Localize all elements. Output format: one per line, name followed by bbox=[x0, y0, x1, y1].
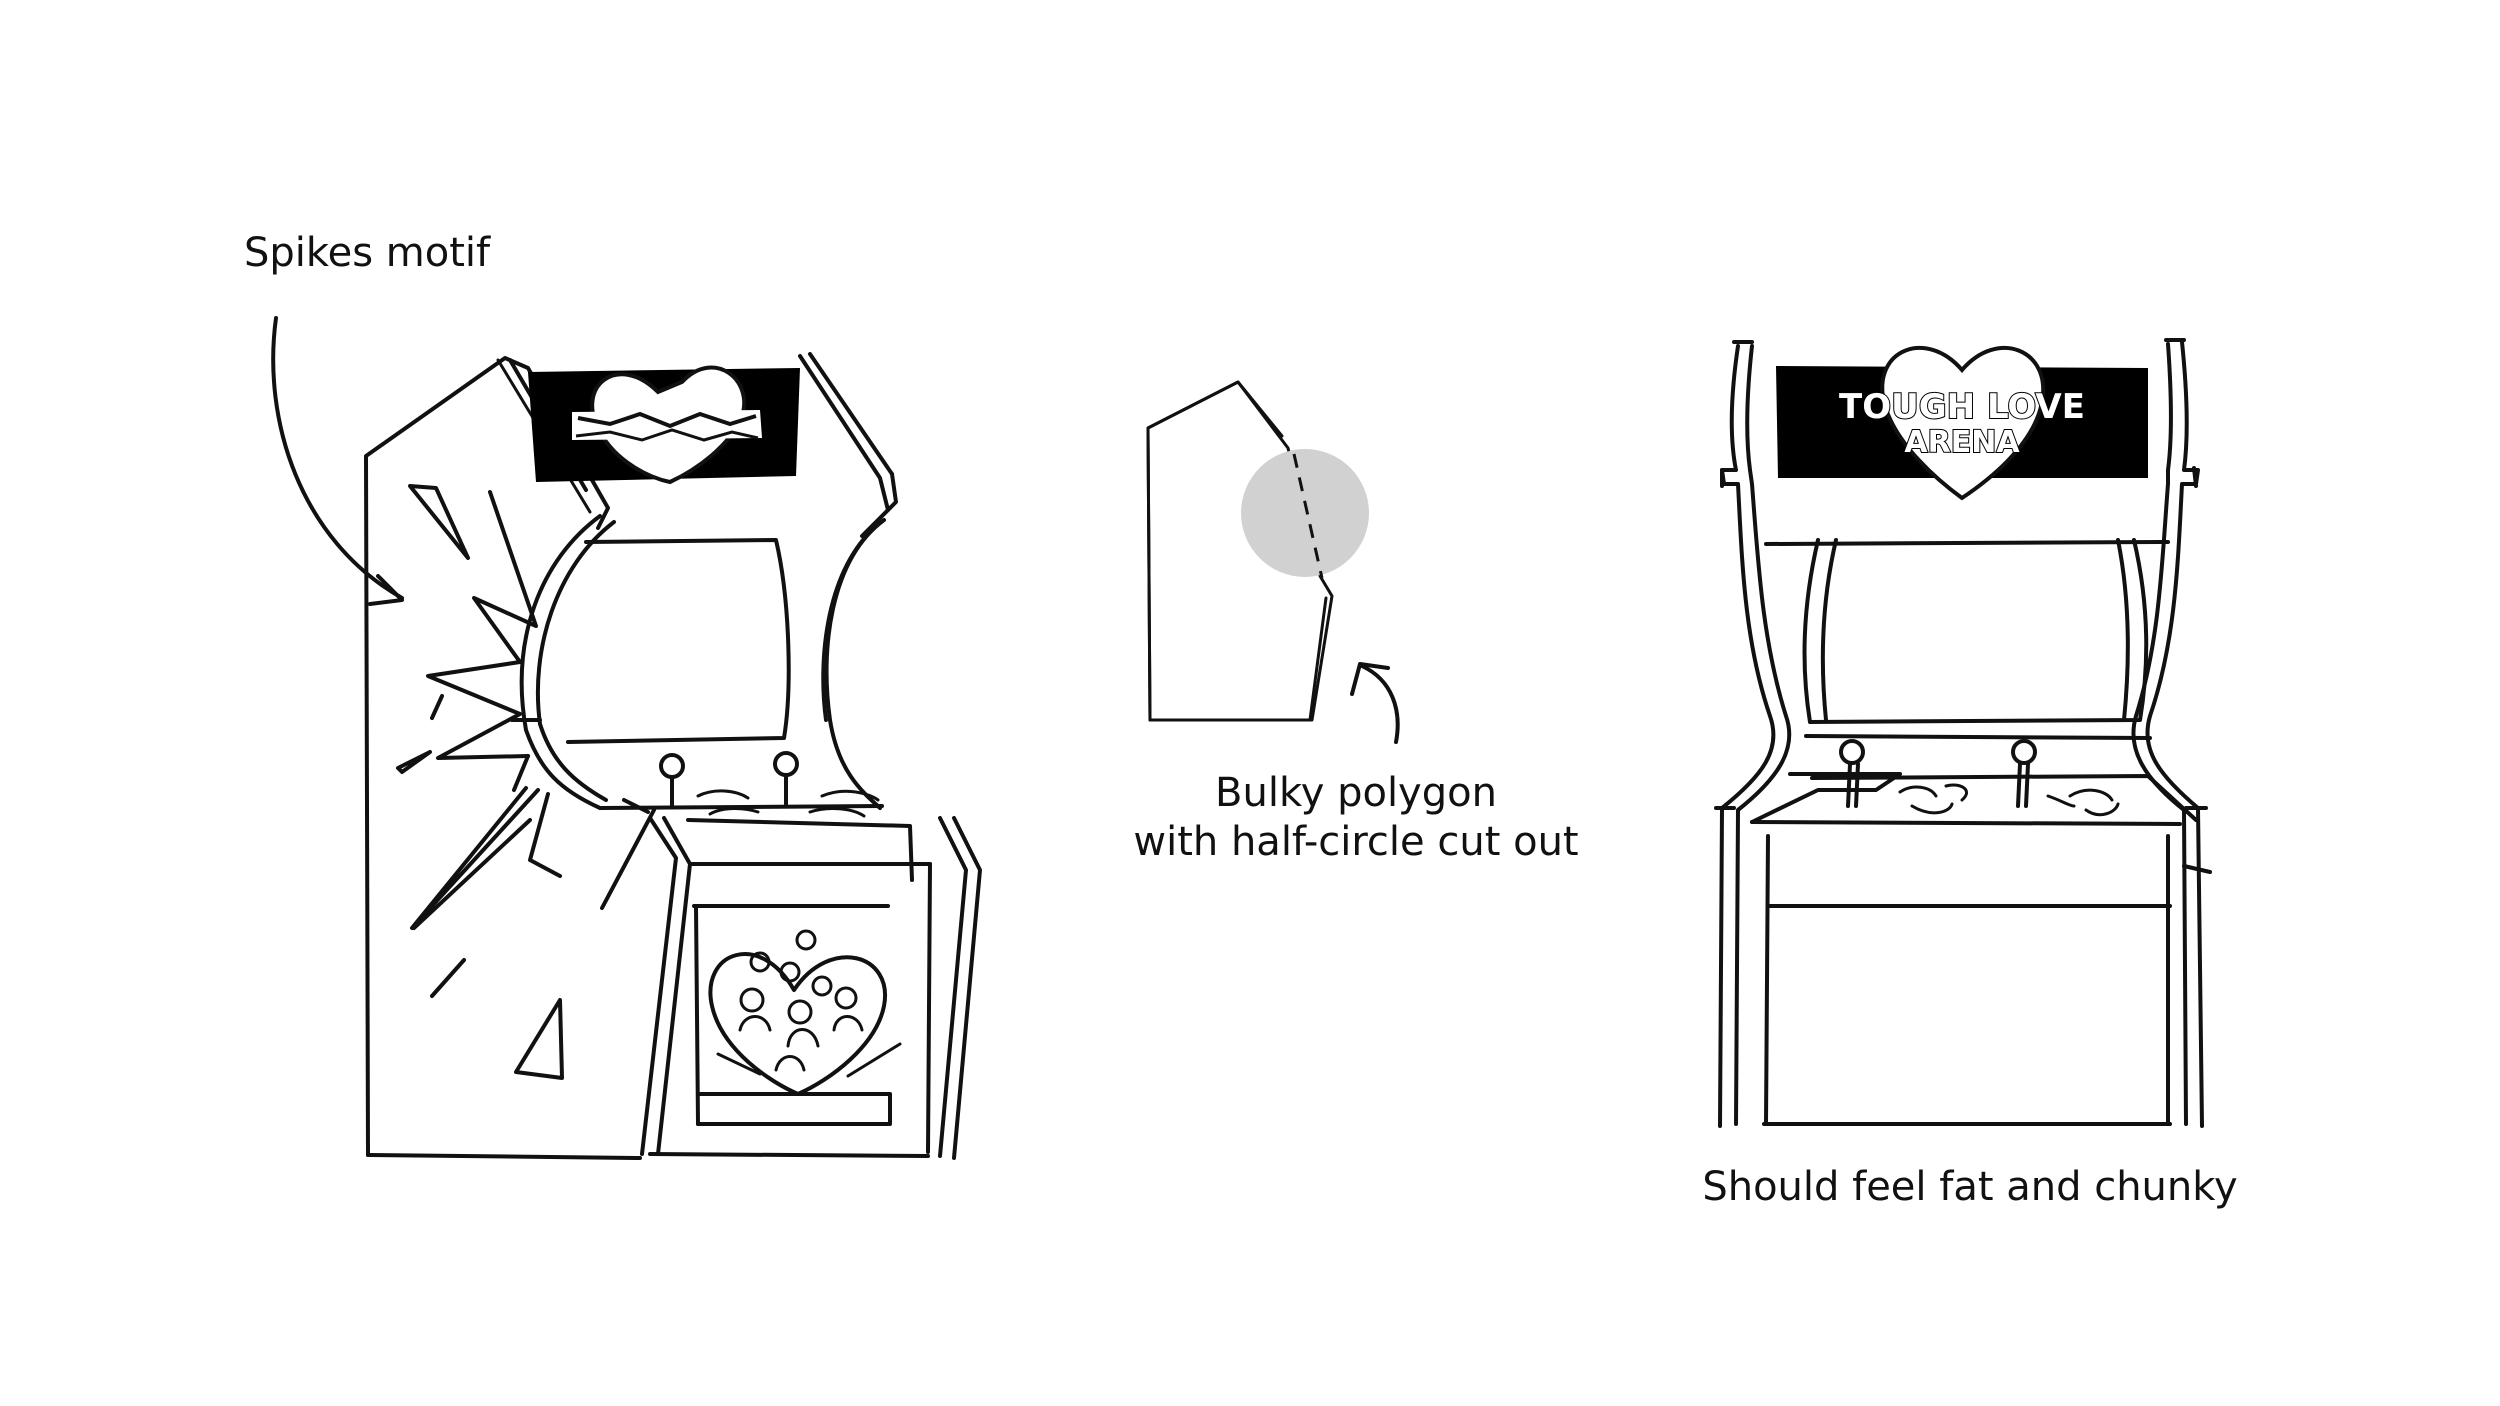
joystick-right-icon bbox=[2011, 739, 2037, 765]
joystick-right-icon bbox=[773, 751, 799, 777]
spikes-arrow bbox=[271, 316, 404, 606]
left-screen bbox=[519, 514, 886, 810]
heart-outline-icon bbox=[708, 952, 888, 1096]
left-arcade-sketch: Spikes motif bbox=[244, 230, 982, 1160]
marquee-title-line-2: ARENA bbox=[1904, 425, 2020, 460]
half-circle-cutout bbox=[1241, 449, 1369, 577]
bulky-polygon-label-2: with half-circle cut out bbox=[1133, 819, 1578, 865]
bulky-polygon-label-1: Bulky polygon bbox=[1215, 770, 1497, 816]
left-marquee bbox=[528, 365, 800, 485]
left-control-panel bbox=[600, 751, 914, 882]
joystick-left-icon bbox=[659, 753, 685, 779]
right-cabinet-right-side bbox=[2131, 338, 2212, 1128]
right-screen bbox=[1764, 538, 2170, 740]
right-lower-cabinet bbox=[1750, 820, 2182, 1126]
marquee-heart-icon bbox=[1880, 346, 2046, 501]
right-control-panel bbox=[1750, 739, 2198, 824]
marquee-title-line-1: TOUGH LOVE bbox=[1839, 387, 2085, 427]
spike-burst bbox=[396, 484, 656, 1080]
middle-polygon-sketch: Bulky polygon with half-circle cut out bbox=[1133, 380, 1579, 865]
right-arcade-sketch: TOUGH LOVE ARENA bbox=[1702, 338, 2238, 1210]
left-lower-cabinet bbox=[640, 816, 982, 1160]
cut-line bbox=[1292, 453, 1324, 579]
polygon-arrow bbox=[1350, 662, 1400, 744]
fat-chunky-label: Should feel fat and chunky bbox=[1702, 1164, 2237, 1210]
spikes-motif-label: Spikes motif bbox=[244, 230, 491, 276]
joystick-left-icon bbox=[1839, 739, 1865, 765]
right-marquee: TOUGH LOVE ARENA bbox=[1776, 346, 2148, 501]
crowd-heart-illustration bbox=[708, 929, 902, 1096]
side-panel bbox=[364, 356, 610, 1157]
right-cabinet-left-side bbox=[1714, 340, 1792, 1128]
